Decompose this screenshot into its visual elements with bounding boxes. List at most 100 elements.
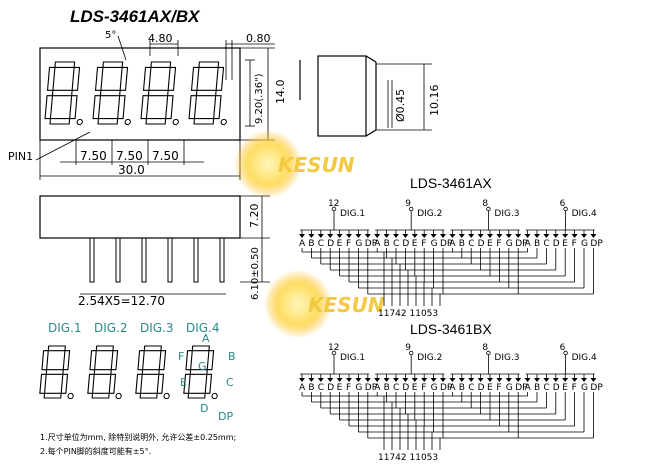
front-digit-group [44, 61, 227, 126]
led-diode [393, 234, 399, 238]
legend-digit [87, 345, 122, 400]
pin-spacing-label: 2.54X5=12.70 [78, 294, 165, 308]
led-diode [411, 234, 418, 238]
segment-label: C [468, 239, 474, 249]
front-digit [44, 61, 83, 126]
led-diode [383, 234, 390, 238]
led-diode [421, 378, 428, 382]
segment-label: F [421, 383, 426, 393]
legend-digit [135, 345, 170, 400]
watermark-text: KESUN [308, 293, 385, 317]
segment-label: D [478, 239, 485, 249]
led-diode [590, 378, 597, 382]
led-diode [299, 234, 305, 238]
segment-label: A [449, 383, 456, 393]
led-diode [552, 234, 559, 238]
common-pin-label: 12 [328, 343, 339, 353]
pin [193, 237, 199, 283]
segment-label: G [355, 383, 362, 393]
watermark-text: KESUN [278, 153, 355, 177]
front-digit [188, 61, 227, 126]
segment-label: B [384, 239, 390, 249]
pin [141, 237, 147, 283]
led-diode [515, 378, 522, 382]
common-pin-label: 9 [405, 343, 411, 353]
led-diode [515, 234, 522, 238]
segment-label: A [449, 239, 456, 249]
segment-label: E [412, 383, 418, 393]
segment-label: F [572, 239, 577, 249]
segment-label: D [553, 239, 560, 249]
legend-digit-label: DIG.3 [140, 321, 174, 335]
segment-label: E [487, 383, 493, 393]
circuit-ax-title: LDS-3461AX [410, 175, 492, 191]
seg-angle-label: 5° [105, 30, 116, 41]
watermark-top: KESUN [234, 130, 355, 198]
pin [219, 237, 225, 283]
led-diode [562, 234, 569, 238]
segment-label: F [346, 383, 351, 393]
front-digit [140, 61, 179, 126]
pin [89, 237, 95, 283]
led-diode [458, 234, 465, 238]
segment-label: E [487, 239, 493, 249]
led-diode [487, 234, 493, 238]
common-pin-label: 9 [405, 199, 411, 209]
legend-digit [183, 345, 218, 400]
segment-label: E [337, 239, 343, 249]
legend-digit [39, 345, 74, 400]
front-digit [92, 61, 131, 126]
segment-label: E [337, 383, 343, 393]
led-diode [468, 378, 475, 382]
pin-dia-label: Ø0.45 [394, 89, 407, 122]
pitch-3-label: 7.50 [152, 149, 179, 163]
led-diode [477, 378, 484, 382]
segment-label: D [402, 239, 409, 249]
led-diode [581, 234, 587, 238]
segment-label: A [374, 239, 381, 249]
legend-seg-label: F [178, 350, 184, 363]
legend-seg-label: B [228, 350, 236, 363]
segment-label: C [393, 239, 399, 249]
led-diode [393, 378, 399, 382]
side-height-label: 10.16 [428, 85, 441, 117]
led-diode [308, 234, 315, 238]
segment-label: C [318, 239, 324, 249]
circuit-digit-label: DIG.3 [494, 209, 519, 219]
common-pin-label: 12 [328, 199, 339, 209]
led-diode [458, 378, 465, 382]
dp-width-label: 0.80 [246, 32, 271, 45]
led-diode [440, 234, 446, 238]
circuit-digit-label: DIG.2 [417, 209, 442, 219]
led-diode [317, 378, 324, 382]
segment-label: DP [440, 239, 453, 249]
segment-label: G [431, 239, 438, 249]
total-width-label: 30.0 [118, 163, 145, 177]
led-diode [327, 378, 334, 382]
segment-label: G [581, 239, 588, 249]
segment-label: G [581, 383, 588, 393]
segment-label: A [299, 383, 306, 393]
legend-digit-label: DIG.2 [94, 321, 128, 335]
segment-label: A [525, 239, 532, 249]
led-diode [299, 378, 305, 382]
common-pin-label: 6 [560, 199, 566, 209]
segment-label: A [374, 383, 381, 393]
led-diode [364, 234, 371, 238]
segment-label: G [506, 383, 513, 393]
segment-label: D [478, 383, 485, 393]
segment-label: C [543, 383, 549, 393]
led-diode [355, 378, 362, 382]
segment-label: B [308, 383, 314, 393]
digit-height-label: 14.0 [274, 80, 287, 105]
led-diode [562, 378, 569, 382]
front-view: 5° 4.80 0.80 14.0 9.20(.36") PIN1 7.50 7… [8, 30, 287, 180]
led-diode [524, 234, 531, 238]
note-1: 1.尺寸单位为mm, 除特别说明外, 允许公差±0.25mm; [40, 432, 236, 442]
segment-label: A [299, 239, 306, 249]
led-diode [449, 378, 456, 382]
bottom-view: 7.20 6.10±0.50 2.54X5=12.70 [39, 195, 270, 308]
led-diode [346, 234, 352, 238]
